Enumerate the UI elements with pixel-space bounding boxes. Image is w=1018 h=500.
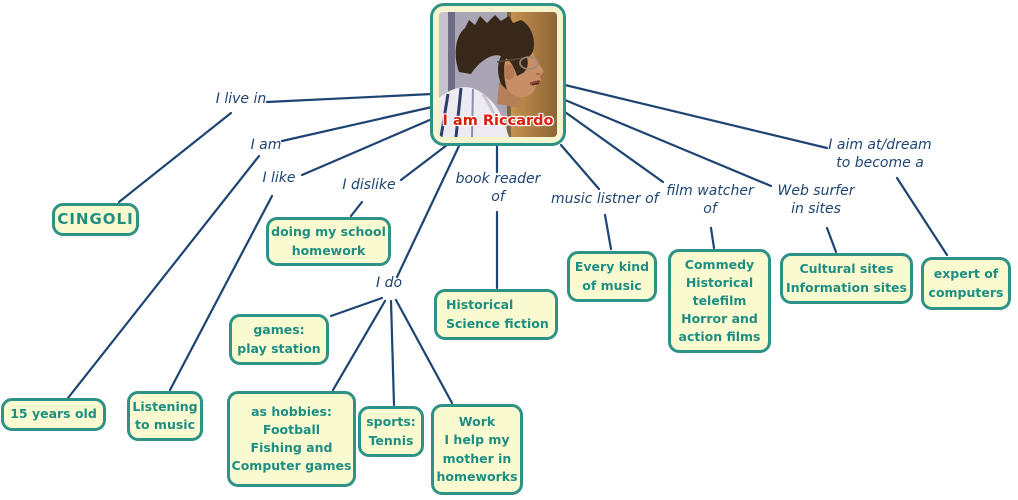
- edge-live-in-b: [117, 111, 233, 204]
- edge-label-i-am: I am: [250, 137, 282, 153]
- edge-label-i-like: I like: [262, 170, 296, 186]
- edge-web-a: [563, 98, 773, 188]
- edge-i-do-sports: [389, 299, 396, 407]
- edge-i-am-a: [280, 105, 434, 143]
- edge-i-do-hobbies: [331, 299, 387, 392]
- edge-i-dislike-b: [349, 200, 364, 218]
- edge-i-dislike-a: [399, 143, 449, 182]
- edge-aim-a: [563, 83, 829, 150]
- edge-i-am-b: [66, 154, 261, 400]
- edge-i-do-games: [329, 296, 384, 318]
- edge-music-a: [559, 143, 601, 191]
- edge-film-b: [709, 226, 716, 250]
- node-cingoli[interactable]: CINGOLI: [52, 203, 139, 236]
- node-fifteen-years-old[interactable]: 15 years old: [1, 398, 106, 431]
- edge-i-like-b: [168, 194, 274, 392]
- riccardo-photo: I am Riccardo: [439, 12, 557, 137]
- central-node-name: I am Riccardo: [442, 113, 554, 130]
- edge-web-b: [825, 226, 838, 254]
- edge-label-i-do: I do: [375, 275, 403, 291]
- node-games-play-station[interactable]: games:play station: [229, 314, 329, 365]
- riccardo-photo-illustration: [439, 12, 557, 137]
- node-sports-tennis[interactable]: sports:Tennis: [358, 406, 424, 457]
- edge-i-do-a: [395, 144, 461, 279]
- edge-music-b: [603, 213, 613, 251]
- edge-film-a: [563, 110, 665, 184]
- edge-i-like-a: [300, 117, 434, 177]
- edge-live-in-a: [265, 92, 434, 104]
- edge-label-music-listner: music listner of: [551, 191, 659, 207]
- edge-i-do-work: [394, 298, 454, 405]
- edge-aim-b: [895, 176, 949, 257]
- edge-label-i-dislike: I dislike: [342, 177, 396, 193]
- central-node-riccardo[interactable]: I am Riccardo: [430, 3, 566, 146]
- edge-label-i-live-in: I live in: [215, 91, 267, 107]
